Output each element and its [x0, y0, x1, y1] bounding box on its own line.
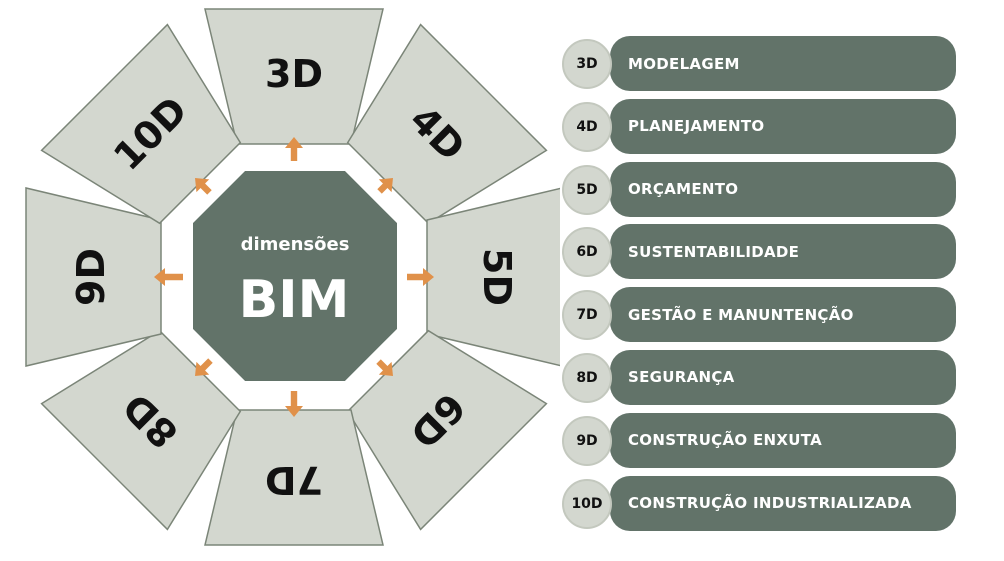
petal-9d	[25, 187, 162, 367]
legend-item-5d: 5D ORÇAMENTO	[562, 161, 956, 217]
legend-badge-label: 7D	[576, 307, 598, 324]
legend-badge-label: 9D	[576, 432, 598, 449]
legend-bar: MODELAGEM	[610, 36, 956, 91]
legend-badge: 10D	[562, 478, 612, 529]
petal-label-5d: 5D	[475, 248, 519, 306]
legend-text: GESTÃO E MANUNTENÇÃO	[628, 305, 854, 324]
petal-6d	[346, 329, 548, 531]
legend-badge: 6D	[562, 227, 612, 278]
legend-text: ORÇAMENTO	[628, 180, 739, 199]
legend-badge-label: 5D	[576, 181, 598, 198]
legend-badge-label: 6D	[576, 244, 598, 261]
legend-text: CONSTRUÇÃO INDUSTRIALIZADA	[628, 494, 912, 513]
petal-10d	[40, 23, 242, 225]
petal-label-7d: 7D	[265, 458, 323, 502]
legend-badge: 9D	[562, 415, 612, 466]
center-title: BIM	[239, 270, 350, 330]
legend-bar: ORÇAMENTO	[610, 161, 956, 217]
legend-text: SUSTENTABILIDADE	[628, 242, 800, 261]
legend-item-9d: 9D CONSTRUÇÃO ENXUTA	[562, 412, 956, 468]
legend-item-7d: 7D GESTÃO E MANUNTENÇÃO	[562, 287, 956, 343]
legend-bar: SEGURANÇA	[610, 349, 956, 405]
legend-badge: 7D	[562, 290, 612, 341]
legend-badge: 4D	[562, 101, 612, 152]
petal-5d	[426, 187, 560, 367]
legend-bar: CONSTRUÇÃO ENXUTA	[610, 412, 956, 468]
legend-item-10d: 10D CONSTRUÇÃO INDUSTRIALIZADA	[562, 475, 956, 531]
legend-badge: 8D	[562, 352, 612, 403]
legend-item-6d: 6D SUSTENTABILIDADE	[562, 224, 956, 280]
legend-item-4d: 4D PLANEJAMENTO	[562, 98, 956, 154]
legend-badge: 3D	[562, 39, 612, 89]
legend-bar: CONSTRUÇÃO INDUSTRIALIZADA	[610, 475, 956, 531]
legend-bar: GESTÃO E MANUNTENÇÃO	[610, 287, 956, 343]
legend-text: MODELAGEM	[628, 54, 740, 73]
petal-8d	[40, 329, 242, 531]
arrow-5d	[382, 268, 434, 286]
center-subtitle: dimensões	[241, 234, 350, 255]
petal-label-3d: 3D	[265, 52, 323, 96]
legend-badge-label: 4D	[576, 118, 598, 135]
legend-text: PLANEJAMENTO	[628, 117, 765, 136]
arrow-9d	[154, 268, 206, 286]
dimension-legend: 3D MODELAGEM 4D PLANEJAMENTO 5D ORÇAMENT…	[562, 36, 956, 538]
petal-label-9d: 9D	[69, 248, 113, 306]
legend-bar: SUSTENTABILIDADE	[610, 224, 956, 280]
legend-badge-label: 10D	[571, 495, 603, 512]
center-octagon	[183, 161, 407, 391]
petal-7d	[204, 409, 384, 546]
legend-badge-label: 3D	[576, 56, 598, 72]
legend-bar: PLANEJAMENTO	[610, 98, 956, 154]
legend-text: CONSTRUÇÃO ENXUTA	[628, 431, 822, 450]
petal-4d	[346, 23, 548, 225]
legend-badge-label: 8D	[576, 369, 598, 386]
legend-item-3d: 3D MODELAGEM	[562, 36, 956, 91]
legend-text: SEGURANÇA	[628, 368, 735, 387]
legend-badge: 5D	[562, 164, 612, 215]
petal-3d	[204, 8, 384, 145]
legend-item-8d: 8D SEGURANÇA	[562, 349, 956, 405]
